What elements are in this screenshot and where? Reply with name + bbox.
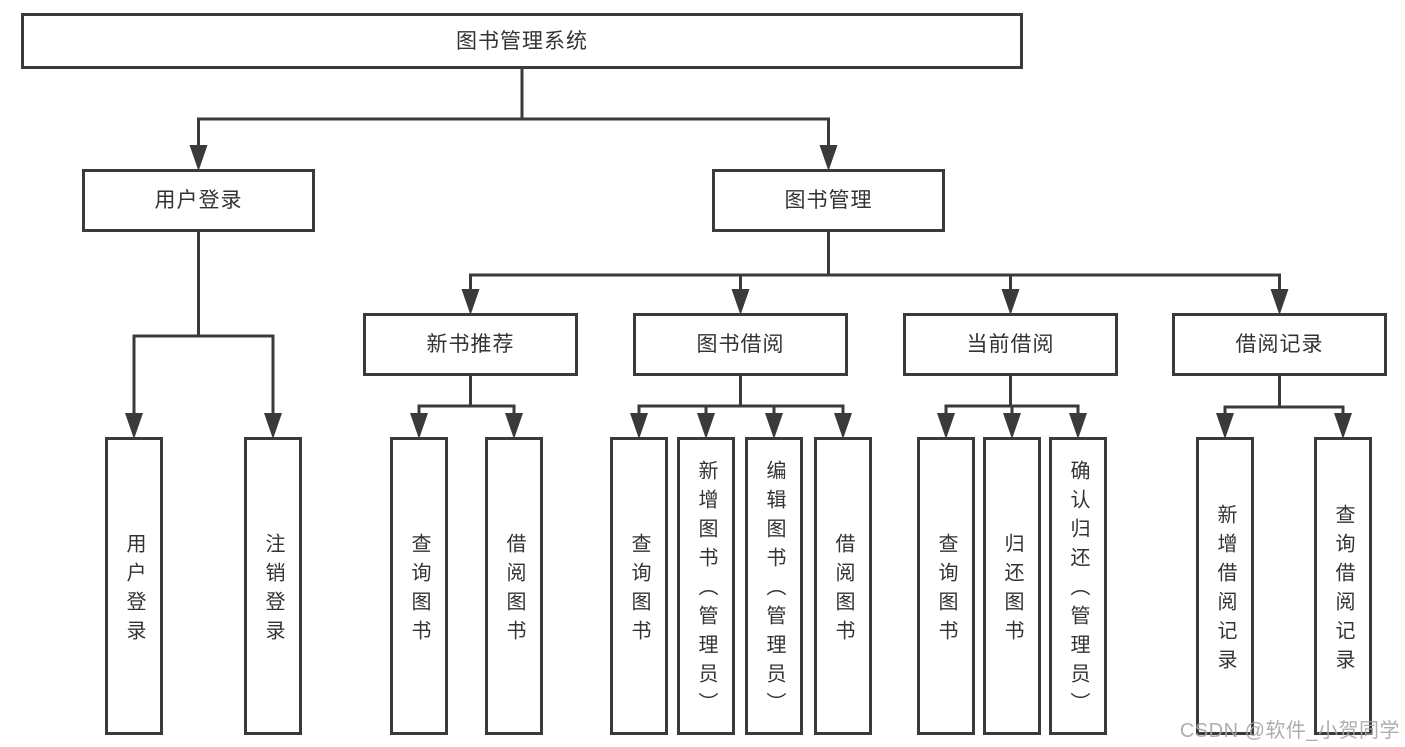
arrowhead-icon xyxy=(189,145,208,171)
node-user-login: 用户登录 xyxy=(82,169,315,232)
node-leaf-logout: 注销登录 xyxy=(244,437,302,735)
node-label-book-borrow: 图书借阅 xyxy=(696,333,785,356)
node-current-borrow: 当前借阅 xyxy=(903,313,1118,376)
node-label-leaf-query-book-1: 查询图书 xyxy=(408,532,430,649)
node-borrow-record: 借阅记录 xyxy=(1172,313,1387,376)
node-label-root: 图书管理系统 xyxy=(456,29,588,53)
arrowhead-icon xyxy=(505,413,523,439)
node-leaf-add-record: 新增借阅记录 xyxy=(1196,437,1254,735)
node-leaf-query-book-2: 查询图书 xyxy=(610,437,668,735)
node-label-new-book-recommend: 新书推荐 xyxy=(426,333,515,356)
node-label-borrow-record: 借阅记录 xyxy=(1235,333,1324,356)
arrowhead-icon xyxy=(1334,413,1352,439)
arrowhead-icon xyxy=(834,413,852,439)
node-leaf-borrow-book-1: 借阅图书 xyxy=(485,437,543,735)
node-leaf-query-record: 查询借阅记录 xyxy=(1314,437,1372,735)
node-label-book-mgmt: 图书管理 xyxy=(784,189,873,212)
node-leaf-query-book-1: 查询图书 xyxy=(390,437,448,735)
node-label-user-login: 用户登录 xyxy=(154,189,243,212)
node-label-leaf-add-book: 新增图书（管理员） xyxy=(695,460,717,721)
node-book-mgmt: 图书管理 xyxy=(712,169,945,232)
node-label-leaf-borrow-book-1: 借阅图书 xyxy=(503,532,525,649)
arrowhead-icon xyxy=(1001,289,1020,315)
node-book-borrow: 图书借阅 xyxy=(633,313,848,376)
arrowhead-icon xyxy=(125,413,143,439)
node-label-leaf-return-book: 归还图书 xyxy=(1001,532,1023,649)
node-leaf-user-login: 用户登录 xyxy=(105,437,163,735)
node-label-leaf-edit-book: 编辑图书（管理员） xyxy=(763,460,785,721)
node-label-leaf-user-login: 用户登录 xyxy=(123,532,145,649)
arrowhead-icon xyxy=(697,413,715,439)
arrowhead-icon xyxy=(1216,413,1234,439)
node-label-leaf-confirm-return: 确认归还（管理员） xyxy=(1067,460,1089,721)
node-leaf-edit-book: 编辑图书（管理员） xyxy=(745,437,803,735)
arrowhead-icon xyxy=(1069,413,1087,439)
arrowhead-icon xyxy=(630,413,648,439)
node-label-leaf-borrow-book-2: 借阅图书 xyxy=(832,532,854,649)
arrowhead-icon xyxy=(1003,413,1021,439)
arrowhead-icon xyxy=(937,413,955,439)
node-label-current-borrow: 当前借阅 xyxy=(966,333,1055,356)
node-label-leaf-query-book-3: 查询图书 xyxy=(935,532,957,649)
arrowhead-icon xyxy=(1270,289,1289,315)
node-root: 图书管理系统 xyxy=(21,13,1023,69)
node-leaf-query-book-3: 查询图书 xyxy=(917,437,975,735)
arrowhead-icon xyxy=(410,413,428,439)
watermark: CSDN @软件_小贺同学 xyxy=(1179,720,1400,742)
arrowhead-icon xyxy=(461,289,480,315)
node-leaf-borrow-book-2: 借阅图书 xyxy=(814,437,872,735)
arrowhead-icon xyxy=(765,413,783,439)
node-label-leaf-query-book-2: 查询图书 xyxy=(628,532,650,649)
node-leaf-add-book: 新增图书（管理员） xyxy=(677,437,735,735)
node-label-leaf-logout: 注销登录 xyxy=(262,532,284,649)
node-label-leaf-query-record: 查询借阅记录 xyxy=(1332,503,1354,678)
arrowhead-icon xyxy=(264,413,282,439)
node-new-book-recommend: 新书推荐 xyxy=(363,313,578,376)
arrowhead-icon xyxy=(819,145,838,171)
node-leaf-confirm-return: 确认归还（管理员） xyxy=(1049,437,1107,735)
arrowhead-icon xyxy=(731,289,750,315)
node-label-leaf-add-record: 新增借阅记录 xyxy=(1214,503,1236,678)
node-leaf-return-book: 归还图书 xyxy=(983,437,1041,735)
